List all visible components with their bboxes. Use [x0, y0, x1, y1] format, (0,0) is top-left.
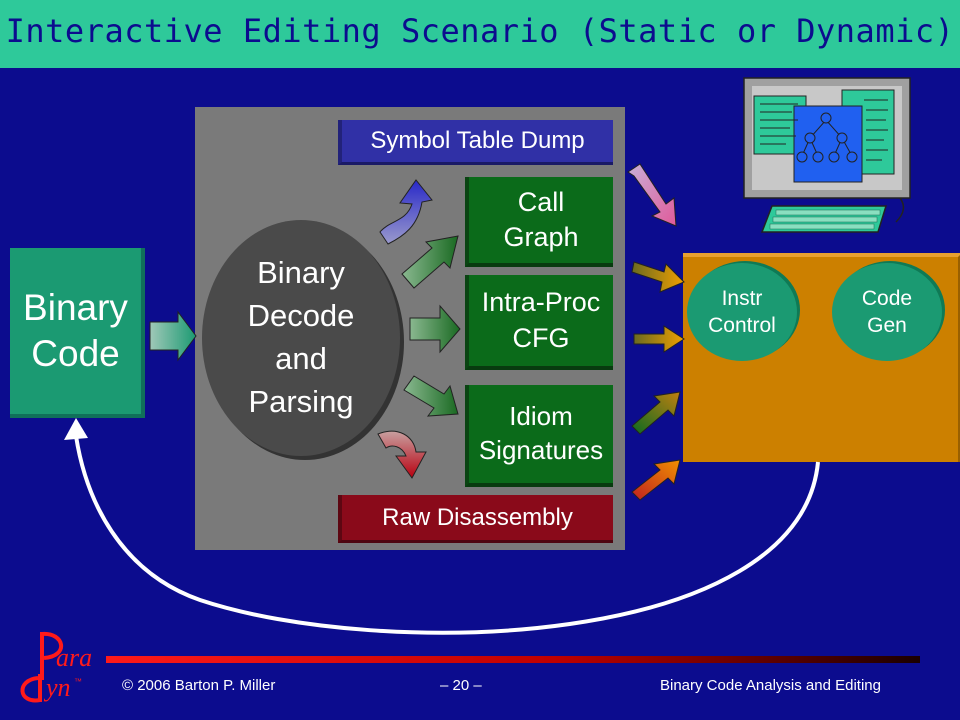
arrow-symbol-to-edit [627, 163, 677, 227]
intra-proc-label: Intra-Proc CFG [481, 287, 601, 353]
code-gen-label: Code Gen [861, 286, 913, 337]
footer-course-title: Binary Code Analysis and Editing [660, 677, 881, 694]
idiom-label: Idiom Signatures [478, 401, 604, 465]
feedback-arrowhead [64, 418, 88, 440]
raw-disassembly-box: Raw Disassembly [338, 495, 613, 543]
arrow-to-call-graph [401, 235, 459, 289]
binary-code-box: Binary Code [10, 248, 145, 418]
arrow-to-raw-disassembly [377, 430, 427, 479]
instr-control-label: Instr Control [708, 286, 776, 337]
footer-page-number: – 20 – [440, 677, 482, 694]
logo-text-bottom: yn [43, 673, 71, 702]
call-graph-label: Call Graph [503, 186, 579, 252]
arrow-into-decode [149, 310, 197, 362]
idiom-box: Idiom Signatures [465, 385, 613, 487]
feedback-loop-arrow [74, 435, 820, 635]
logo-text-top: ara [56, 643, 92, 672]
arrow-call-to-edit [631, 261, 685, 293]
paradyn-logo: ara yn ™ [12, 626, 122, 706]
binary-decode-ellipse: Binary Decode and Parsing [202, 220, 400, 456]
code-gen-pill: Code Gen [832, 263, 942, 361]
arrow-raw-to-edit [631, 459, 681, 501]
arrow-idiom-to-edit [631, 391, 681, 435]
decode-label: Binary Decode and Parsing [247, 255, 355, 419]
instr-control-pill: Instr Control [687, 263, 797, 361]
intra-proc-box: Intra-Proc CFG [465, 275, 613, 370]
computer-icon [743, 77, 911, 233]
symbol-table-box: Symbol Table Dump [338, 120, 613, 165]
arrow-to-intra-proc [409, 304, 461, 354]
call-graph-box: Call Graph [465, 177, 613, 267]
title-bar [0, 0, 960, 68]
arrow-to-symbol-table [379, 179, 433, 245]
footer-line [106, 656, 920, 663]
logo-tm: ™ [74, 677, 82, 686]
arrow-cfg-to-edit [633, 325, 685, 353]
arrow-to-idiom [403, 375, 459, 417]
paradyn-logo-graphic: ara yn ™ [20, 631, 92, 703]
footer-copyright: © 2006 Barton P. Miller [122, 677, 276, 694]
slide-title: Interactive Editing Scenario (Static or … [5, 12, 955, 50]
